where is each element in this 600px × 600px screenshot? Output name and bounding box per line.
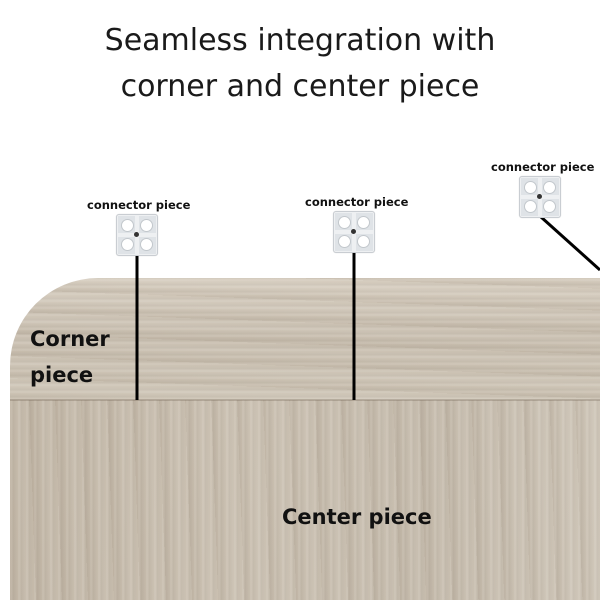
leader-line-3 — [539, 215, 600, 272]
center-piece-panel — [10, 400, 600, 600]
panel-seam — [10, 399, 600, 401]
corner-label-line-2: piece — [30, 363, 94, 387]
title-line-2: corner and center piece — [120, 69, 480, 104]
connector-label-1: connector piece — [87, 198, 191, 212]
connector-piece-icon — [333, 211, 375, 253]
connector-label-3: connector piece — [491, 160, 595, 174]
corner-piece-panel — [10, 278, 600, 400]
corner-piece-label: Corner piece — [30, 321, 110, 393]
connector-piece-icon — [519, 176, 561, 218]
connector-label-2: connector piece — [305, 195, 409, 209]
title-line-1: Seamless integration with — [104, 23, 496, 58]
center-piece-label: Center piece — [282, 505, 432, 529]
corner-label-line-1: Corner — [30, 327, 110, 351]
page-title: Seamless integration with corner and cen… — [0, 18, 600, 110]
connector-piece-icon — [116, 214, 158, 256]
